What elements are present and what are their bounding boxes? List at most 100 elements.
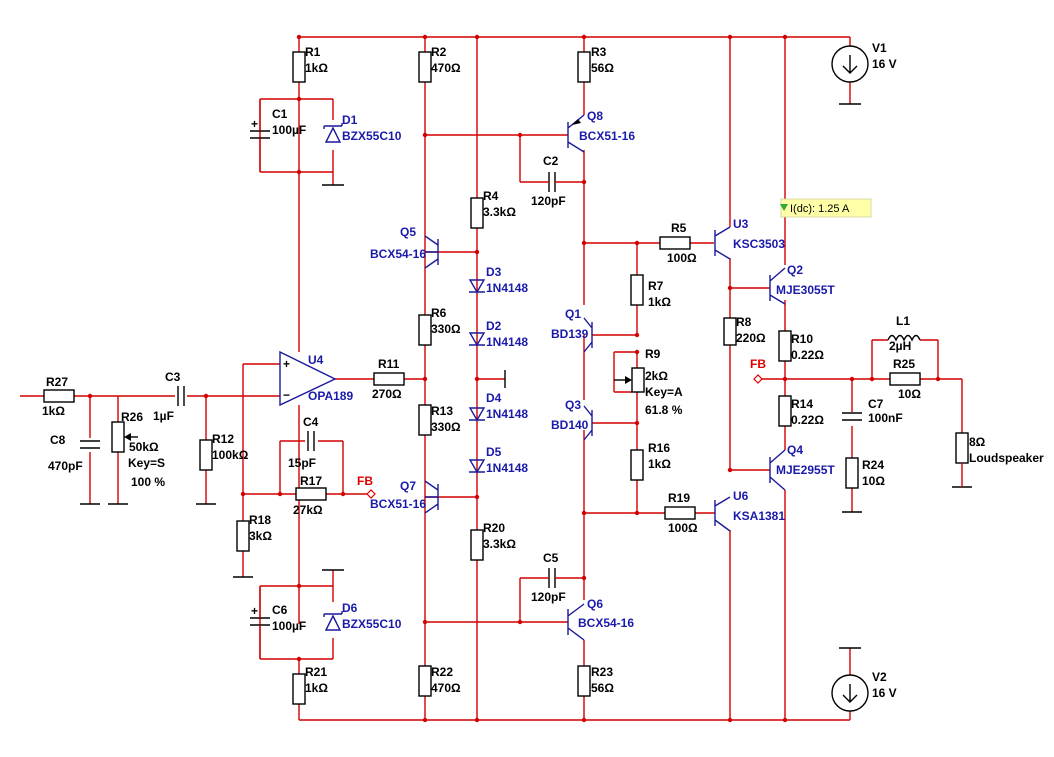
r12-value: 100kΩ <box>212 448 249 462</box>
d1-name: D1 <box>342 113 358 127</box>
potentiometer-r26 <box>111 421 138 453</box>
capacitor-c1 <box>250 99 270 172</box>
fb-label-output: FB <box>750 357 766 371</box>
d4-name: D4 <box>486 391 502 405</box>
component-labels: R1 1kΩ R2 470Ω R3 56Ω C1 100µF D1 BZX55C… <box>42 41 1044 700</box>
resistor-r3 <box>577 51 591 83</box>
q1-value: BD139 <box>551 327 589 341</box>
r25-value: 10Ω <box>898 387 921 401</box>
diode-d3 <box>468 279 486 294</box>
capacitor-c3 <box>177 386 185 406</box>
r26-key: Key=S <box>128 456 165 470</box>
r6-name: R6 <box>431 306 447 320</box>
d4-value: 1N4148 <box>486 407 528 421</box>
r11-value: 270Ω <box>372 387 402 401</box>
capacitor-c4 <box>307 431 315 451</box>
speaker-value: Loudspeaker <box>969 451 1044 465</box>
u4-value: OPA189 <box>308 389 353 403</box>
resistor-r4 <box>470 197 484 229</box>
resistor-r7 <box>630 274 644 306</box>
r1-value: 1kΩ <box>305 61 328 75</box>
transistor-q5 <box>424 235 439 269</box>
zener-d1 <box>323 123 343 143</box>
r3-value: 56Ω <box>591 61 614 75</box>
fb-marker-input <box>366 489 376 499</box>
r13-name: R13 <box>431 404 453 418</box>
r8-value: 220Ω <box>736 331 766 345</box>
r2-name: R2 <box>431 45 447 59</box>
c8-value: 470pF <box>48 459 83 473</box>
transistor-q2 <box>769 267 786 305</box>
c2-value: 120pF <box>531 194 566 208</box>
d6-name: D6 <box>342 601 358 615</box>
l1-value: 2µH <box>889 339 911 353</box>
transistor-q1 <box>583 317 593 353</box>
r16-name: R16 <box>648 441 670 455</box>
r27-value: 1kΩ <box>42 404 65 418</box>
r4-name: R4 <box>483 189 499 203</box>
diode-d2 <box>468 332 486 347</box>
capacitor-c7 <box>842 412 862 421</box>
q5-value: BCX54-16 <box>370 247 426 261</box>
d2-name: D2 <box>486 319 502 333</box>
l1-name: L1 <box>896 314 910 328</box>
voltage-source-v2 <box>831 674 869 712</box>
resistor-r27 <box>43 389 75 403</box>
q4-value: MJE2955T <box>776 463 835 477</box>
q1-name: Q1 <box>565 307 581 321</box>
loudspeaker-8ohm <box>955 432 969 487</box>
inductor-l1 <box>887 334 921 342</box>
r16-value: 1kΩ <box>648 457 671 471</box>
u3-value: KSC3503 <box>733 237 785 251</box>
diode-d5 <box>468 459 486 474</box>
r10-value: 0.22Ω <box>791 348 824 362</box>
r26-name: R26 <box>121 410 143 424</box>
resistor-r17 <box>295 487 327 501</box>
d5-value: 1N4148 <box>486 461 528 475</box>
fb-marker-output <box>753 374 763 384</box>
c7-value: 100nF <box>868 411 903 425</box>
resistor-r16 <box>630 449 644 481</box>
speaker-name: 8Ω <box>969 435 986 449</box>
transistor-q8 <box>567 114 585 153</box>
r20-value: 3.3kΩ <box>483 537 516 551</box>
r24-name: R24 <box>862 458 884 472</box>
u6-value: KSA1381 <box>733 509 785 523</box>
c3-value: 1µF <box>153 409 174 423</box>
capacitor-c2 <box>542 172 562 192</box>
r4-value: 3.3kΩ <box>483 205 516 219</box>
v1-value: 16 V <box>872 57 897 71</box>
opamp-minus-pin: − <box>283 388 290 402</box>
resistor-r2 <box>418 51 432 83</box>
dc-current-probe[interactable]: I(dc): 1.25 A <box>780 198 872 218</box>
q4-name: Q4 <box>787 443 803 457</box>
r14-name: R14 <box>791 397 813 411</box>
r19-name: R19 <box>668 491 690 505</box>
d5-name: D5 <box>486 445 502 459</box>
d1-value: BZX55C10 <box>342 129 402 143</box>
r3-name: R3 <box>591 45 607 59</box>
v2-name: V2 <box>872 670 887 684</box>
r24-value: 10Ω <box>862 474 885 488</box>
transistor-q4 <box>769 449 786 491</box>
c2-name: C2 <box>543 154 559 168</box>
resistor-r18 <box>236 520 250 552</box>
resistor-r11 <box>373 372 405 386</box>
r26-setting: 100 % <box>131 475 165 489</box>
q6-name: Q6 <box>587 597 603 611</box>
resistor-r12 <box>199 439 213 471</box>
r19-value: 100Ω <box>668 521 698 535</box>
u3-name: U3 <box>733 217 749 231</box>
r23-name: R23 <box>591 665 613 679</box>
r14-value: 0.22Ω <box>791 413 824 427</box>
r9-value: 2kΩ <box>645 369 668 383</box>
q8-value: BCX51-16 <box>579 129 635 143</box>
r22-value: 470Ω <box>431 681 461 695</box>
q3-name: Q3 <box>565 398 581 412</box>
q3-value: BD140 <box>551 418 589 432</box>
c7-name: C7 <box>868 397 884 411</box>
r18-value: 3kΩ <box>249 529 272 543</box>
ground-symbols <box>80 103 972 649</box>
r17-name: R17 <box>300 474 322 488</box>
diode-d4 <box>468 407 486 422</box>
